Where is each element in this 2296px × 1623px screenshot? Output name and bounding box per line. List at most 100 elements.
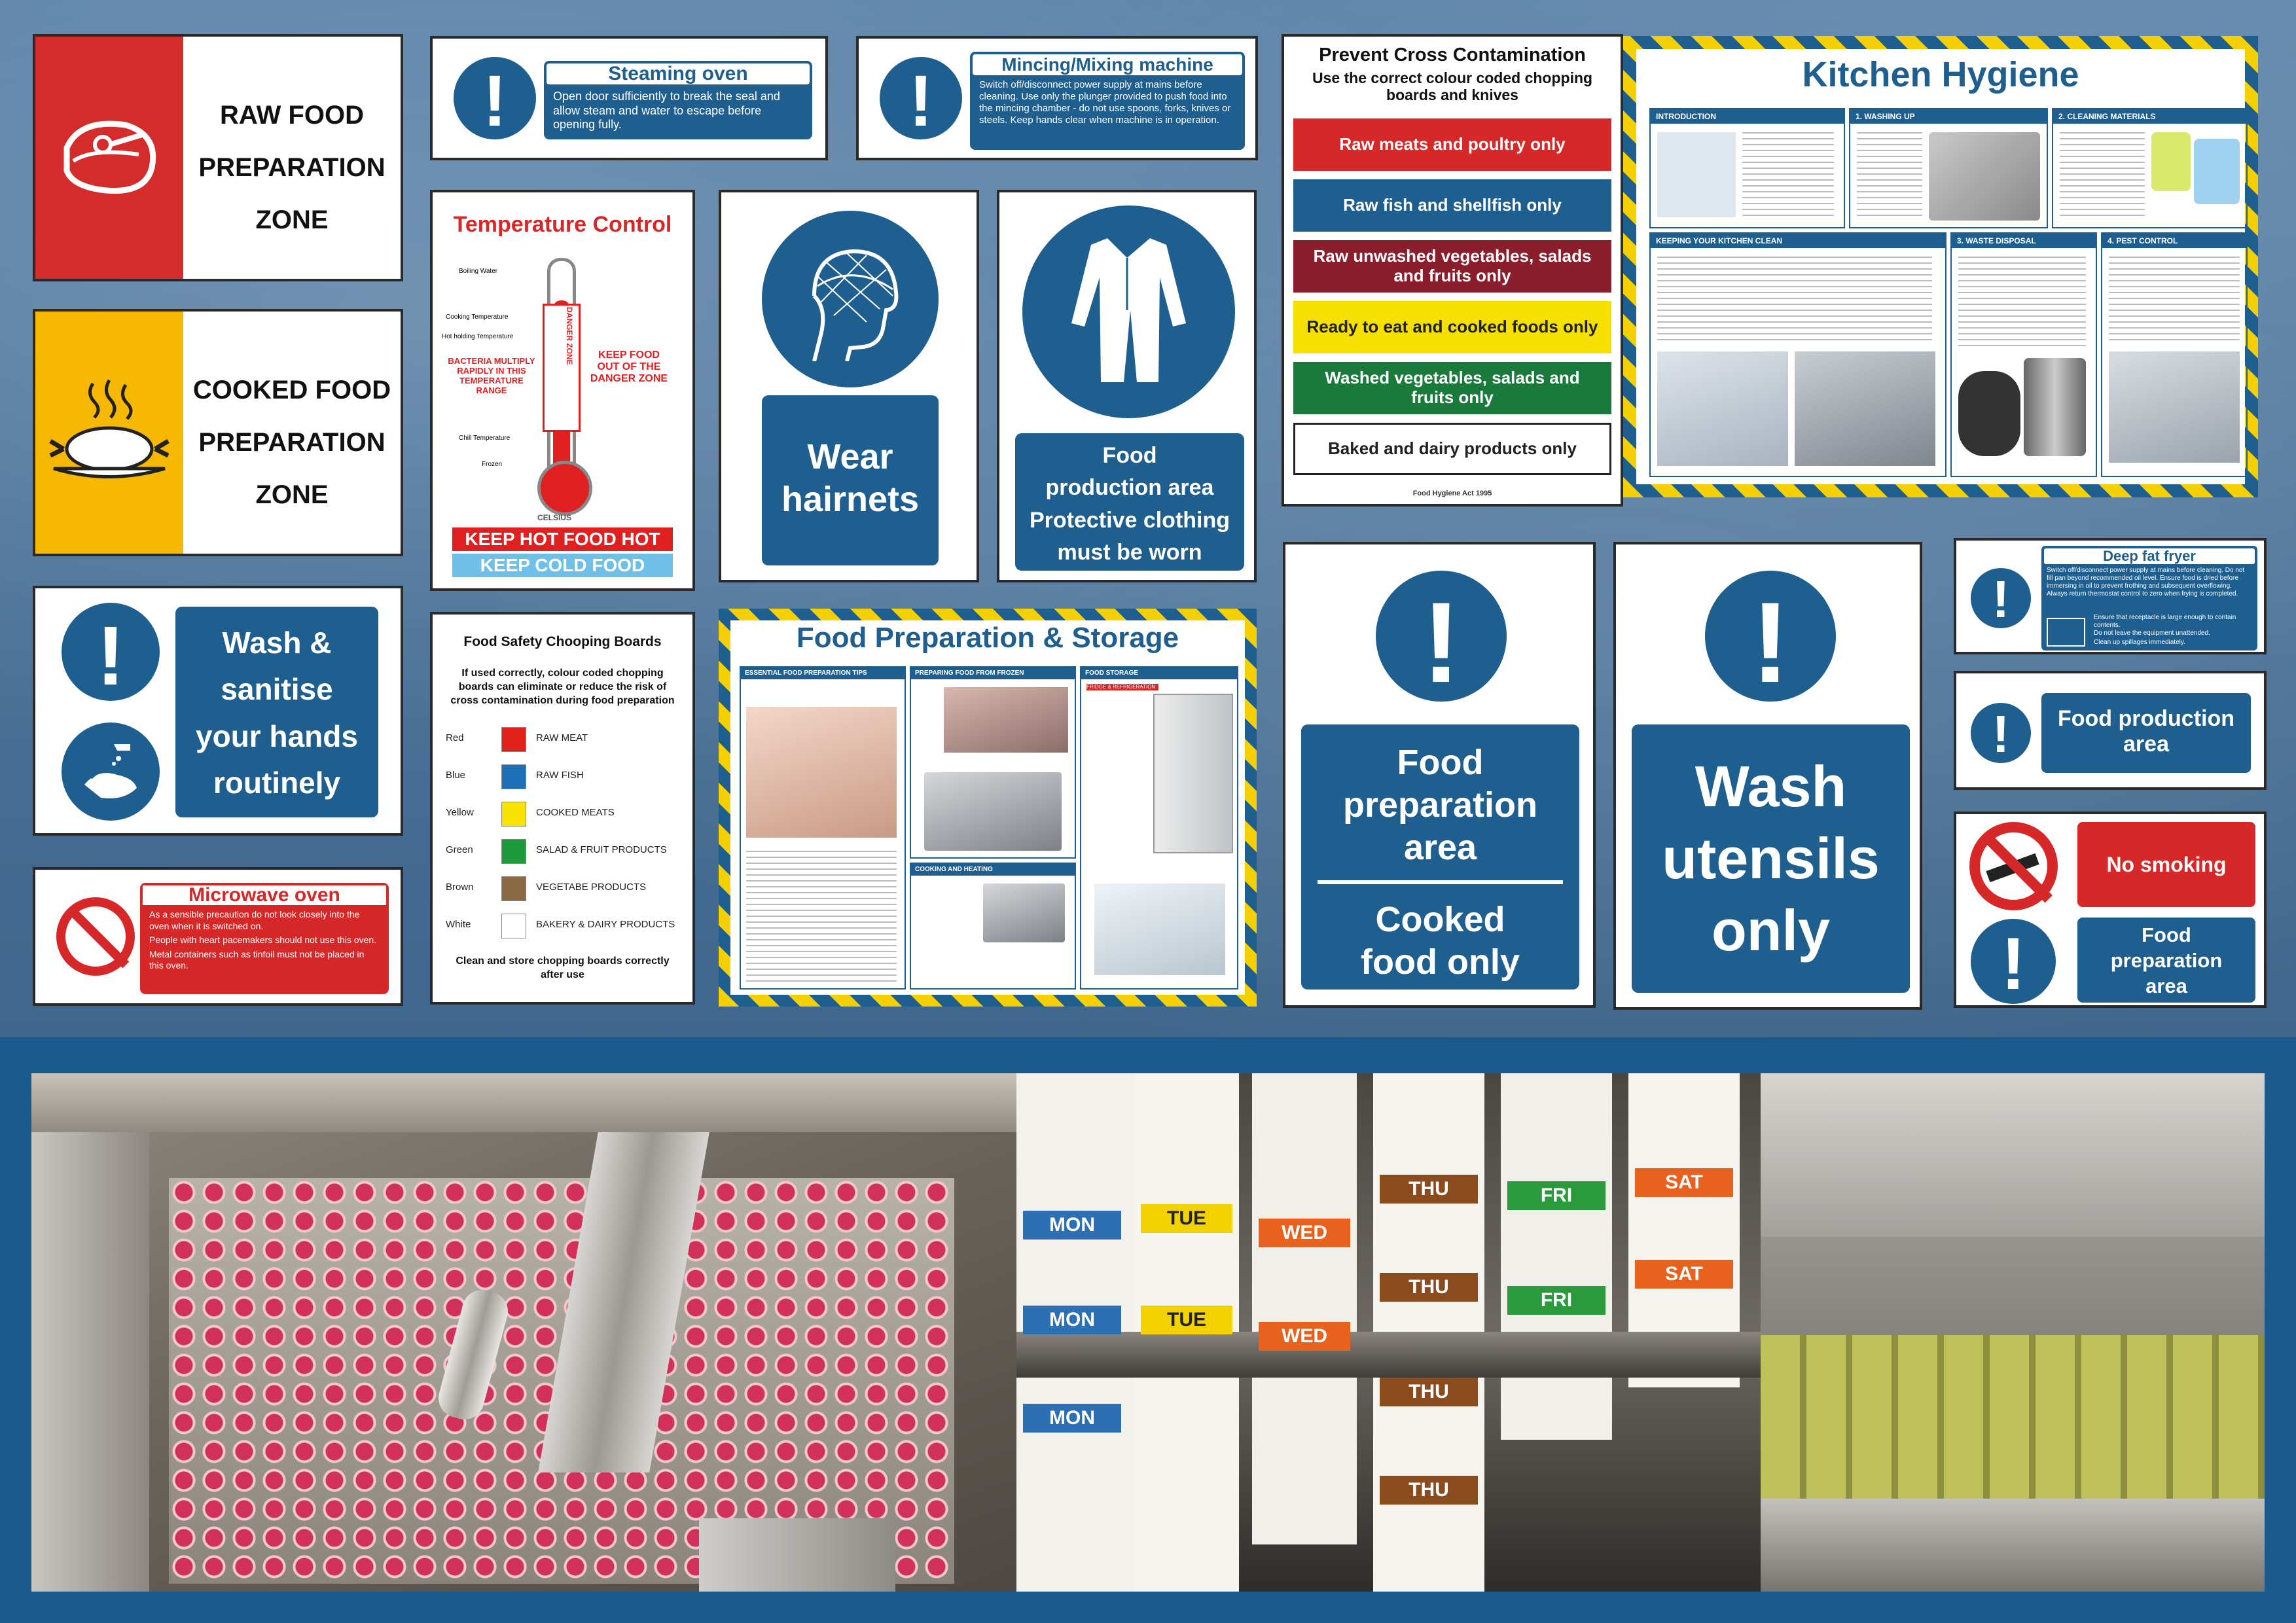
chopping-board-swatch	[501, 914, 526, 938]
cooking-label: Cooking Temperature	[446, 313, 509, 321]
keep-hot-banner: KEEP HOT FOOD HOT	[452, 527, 673, 551]
cooked-food-line-1: COOKED FOOD	[192, 376, 391, 404]
food-prep-storage-poster: Food Preparation & Storage ESSENTIAL FOO…	[719, 609, 1257, 1007]
microwave-item-2: People with heart pacemakers should not …	[149, 935, 377, 945]
day-label-tue-2: TUE	[1141, 1306, 1232, 1334]
day-label-mon-1: MON	[1023, 1211, 1121, 1240]
label-roll-3	[1252, 1073, 1357, 1544]
deep-fat-fryer-item-3: Clean up spillages immediately.	[2094, 639, 2185, 646]
chopping-board-colour: Green	[446, 844, 473, 855]
wear-hairnets-line-1: Wear	[807, 437, 893, 476]
kitchen-hygiene-title: Kitchen Hygiene	[1802, 55, 2079, 94]
chopping-board-label: COOKED MEATS	[536, 807, 615, 818]
microwave-title: Microwave oven	[143, 885, 386, 905]
keep-out-label: KEEP FOOD OUT OF THE DANGER ZONE	[590, 349, 668, 384]
microwave-panel: Microwave oven As a sensible precaution …	[140, 883, 389, 994]
day-label-fri-1: FRI	[1507, 1181, 1605, 1210]
machine-frame-left	[31, 1073, 149, 1592]
protective-line-2: production area	[1045, 475, 1214, 501]
colour-code-label: Baked and dairy products only	[1328, 438, 1577, 459]
pests-illustration	[2109, 351, 2240, 463]
chopping-board-swatch	[501, 876, 526, 901]
colour-code-row: Washed vegetables, salads and fruits onl…	[1293, 362, 1611, 414]
colour-code-label: Ready to eat and cooked foods only	[1306, 317, 1598, 337]
mincing-machine-sign: ! Mincing/Mixing machine Switch off/disc…	[856, 36, 1258, 160]
stove-illustration	[1795, 351, 1935, 466]
deep-fat-fryer-panel: Deep fat fryer Switch off/disconnect pow…	[2041, 546, 2257, 651]
day-label-mon-3: MON	[1023, 1404, 1121, 1433]
day-label-sat-2: SAT	[1635, 1260, 1733, 1289]
no-smoking-icon	[1969, 822, 2058, 910]
microwave-illustration	[983, 883, 1065, 942]
fridge-storage-illustration	[1153, 694, 1233, 853]
kh-body-text	[1958, 257, 2086, 348]
cross-contamination-subtitle: Use the correct colour coded chopping bo…	[1312, 69, 1593, 104]
hot-holding-label: Hot holding Temperature	[442, 333, 514, 340]
frying-pan-illustration	[944, 687, 1068, 753]
food-prep-storage-title: Food Preparation & Storage	[796, 622, 1179, 654]
food-prep-cooked-divider	[1318, 880, 1563, 885]
no-smoking-food-prep-panel: Food preparation area	[2077, 918, 2255, 1003]
mandatory-icon: !	[454, 57, 536, 141]
chopping-boards-intro: If used correctly, colour coded chopping…	[450, 668, 675, 706]
thermometer-bulb	[537, 461, 592, 516]
food-prep-cooked-panel: Food preparation area Cooked food only	[1301, 724, 1579, 990]
chopping-boards-title: Food Safety Chooping Boards	[463, 634, 662, 649]
no-smoking-label: No smoking	[2106, 853, 2227, 876]
wash-hands-line-2: sanitise	[221, 672, 333, 707]
colour-code-label: Washed vegetables, salads and fruits onl…	[1325, 368, 1580, 407]
kh-section-washing: 1. WASHING UP	[1849, 108, 2048, 228]
no-smoking-sign: No smoking ! Food preparation area	[1954, 812, 2267, 1008]
wash-hands-line-4: routinely	[213, 765, 341, 800]
kh-section-waste: 3. WASTE DISPOSAL	[1950, 232, 2097, 477]
wear-gloves-badge	[2047, 618, 2085, 647]
steaming-oven-sign: ! Steaming oven Open door sufficiently t…	[430, 36, 828, 160]
fps-section-tips-label: ESSENTIAL FOOD PREPARATION TIPS	[741, 668, 905, 679]
food-production-area-sign: ! Food production area	[1954, 671, 2267, 790]
conveyor-hood	[1761, 1073, 2265, 1237]
food-prep-cooked-sign: ! Food preparation area Cooked food only	[1283, 542, 1596, 1008]
temperature-control-sign: Temperature Control DANGER ZONE Boiling …	[430, 190, 695, 591]
mandatory-icon: !	[1376, 571, 1507, 707]
mandatory-icon: !	[880, 57, 962, 141]
colour-code-label: Raw unwashed vegetables, salads and frui…	[1313, 246, 1592, 285]
cross-contamination-title: Prevent Cross Contamination	[1319, 45, 1586, 65]
day-label-tue-1: TUE	[1141, 1204, 1232, 1233]
kh-body-text	[1857, 132, 1922, 217]
conveyor-photo	[1761, 1073, 2265, 1592]
deep-fat-fryer-title: Deep fat fryer	[2044, 548, 2255, 564]
cross-contamination-sign: Prevent Cross Contamination Use the corr…	[1282, 34, 1623, 507]
food-bag-illustration	[1094, 883, 1225, 975]
colour-code-row: Baked and dairy products only	[1293, 423, 1611, 475]
day-label-sat-1: SAT	[1635, 1168, 1733, 1197]
colour-code-row: Raw fish and shellfish only	[1293, 179, 1611, 232]
steaming-body: Open door sufficiently to break the seal…	[553, 90, 780, 132]
chopping-board-colour: Blue	[446, 770, 466, 781]
colour-code-row: Raw unwashed vegetables, salads and frui…	[1293, 240, 1611, 293]
chef-illustration	[1657, 351, 1788, 466]
cooked-food-zone-sign: COOKED FOOD PREPARATION ZONE	[33, 309, 403, 556]
bin-illustration	[2024, 358, 2086, 456]
chopping-board-colour: Brown	[446, 882, 474, 893]
day-label-thu-1: THU	[1380, 1175, 1478, 1204]
steaming-panel: Steaming oven Open door sufficiently to …	[544, 61, 812, 139]
deep-fat-fryer-item-2: Do not leave the equipment unattended.	[2094, 630, 2210, 637]
day-label-wed-1: WED	[1259, 1219, 1350, 1247]
kh-section-intro: INTRODUCTION	[1649, 108, 1845, 228]
kh-section-pest: 4. PEST CONTROL	[2101, 232, 2248, 477]
wash-hands-panel: Wash & sanitise your hands routinely	[175, 607, 378, 817]
wash-hands-sign: ! Wash & sanitise your hands routinely	[33, 586, 403, 836]
mincing-title: Mincing/Mixing machine	[973, 54, 1242, 75]
microwave-title-text: Microwave oven	[188, 884, 340, 906]
day-label-wed-2: WED	[1259, 1322, 1350, 1351]
wear-hairnets-panel: Wear hairnets	[762, 395, 939, 565]
chopping-boards-sign: Food Safety Chooping Boards If used corr…	[430, 612, 695, 1005]
day-label-mon-2: MON	[1023, 1306, 1121, 1334]
mandatory-icon: !	[62, 603, 160, 703]
fps-section-frozen-label: PREPARING FOOD FROM FROZEN	[911, 668, 1075, 679]
danger-zone-label: DANGER ZONE	[565, 307, 574, 365]
raw-food-line-3: ZONE	[255, 205, 329, 234]
fps-body-text	[746, 851, 897, 982]
raw-food-zone-sign: RAW FOOD PREPARATION ZONE	[33, 34, 403, 281]
